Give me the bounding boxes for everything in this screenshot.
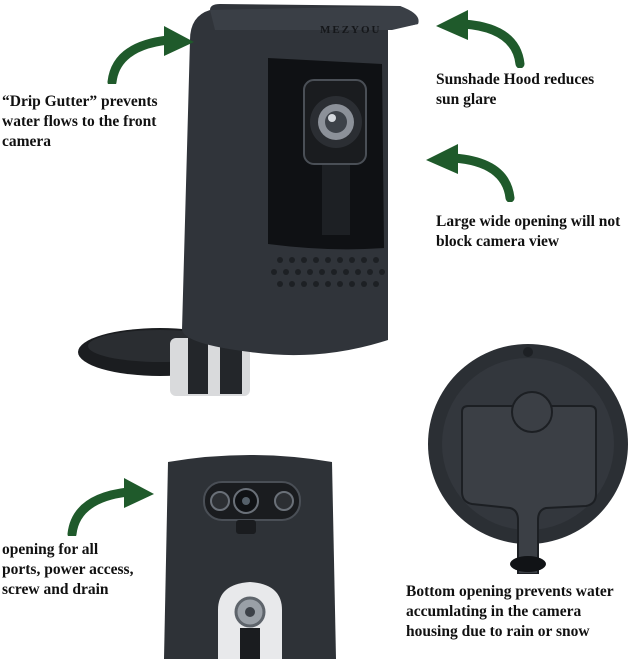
caption-line: housing due to rain or snow (406, 623, 590, 640)
caption-wide-opening: Large wide opening will not block camera… (436, 212, 620, 252)
camera-bottom-view (428, 344, 628, 574)
caption-line: camera (2, 133, 52, 150)
caption-line: water flows to the front (2, 113, 157, 130)
caption-line: Large wide opening will not (436, 213, 621, 230)
caption-drip-gutter: “Drip Gutter” prevents water flows to th… (2, 92, 158, 152)
curved-arrow-icon (107, 26, 194, 84)
caption-ports-opening: opening for all ports, power access, scr… (2, 540, 133, 600)
curved-arrow-icon (426, 144, 515, 202)
caption-line: “Drip Gutter” prevents (2, 93, 158, 110)
caption-line: ports, power access, (2, 561, 134, 578)
caption-sunshade: Sunshade Hood reduces sun glare (436, 70, 594, 110)
curved-arrow-icon (436, 10, 525, 68)
brand-mark: MEZYOU (320, 24, 382, 36)
caption-line: Sunshade Hood reduces (436, 71, 595, 88)
caption-line: Bottom opening prevents water (406, 583, 614, 600)
caption-bottom-opening: Bottom opening prevents water accumlatin… (406, 582, 614, 642)
camera-rear-view (164, 455, 336, 659)
caption-line: sun glare (436, 91, 497, 108)
caption-line: block camera view (436, 233, 560, 250)
curved-arrow-icon (67, 478, 154, 536)
caption-line: opening for all (2, 541, 99, 558)
caption-line: accumlating in the camera (406, 603, 582, 620)
caption-line: screw and drain (2, 581, 109, 598)
camera-front-view: MEZYOU (70, 0, 430, 400)
